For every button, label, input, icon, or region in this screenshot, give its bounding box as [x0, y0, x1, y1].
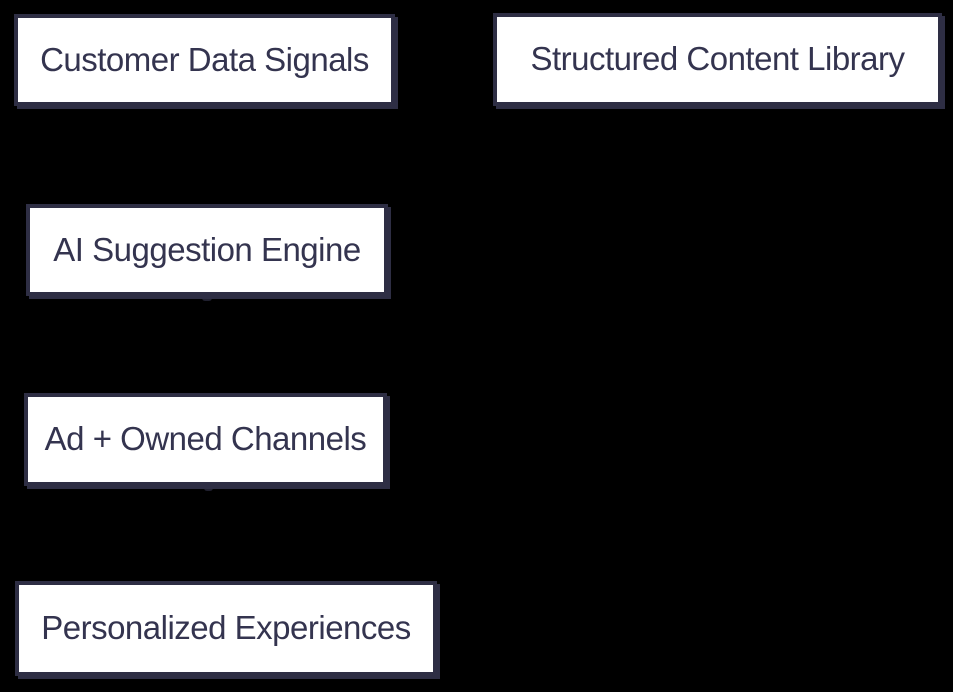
- edge-stub: [202, 294, 212, 301]
- node-ad-owned-channels: Ad + Owned Channels: [24, 393, 387, 486]
- edge-stub: [204, 484, 213, 491]
- node-label: Structured Content Library: [530, 40, 905, 77]
- node-ai-suggestion-engine: AI Suggestion Engine: [26, 204, 388, 296]
- node-label: Ad + Owned Channels: [44, 420, 367, 457]
- node-label: Customer Data Signals: [40, 40, 369, 78]
- node-personalized-experiences: Personalized Experiences: [15, 581, 437, 676]
- node-structured-content-library: Structured Content Library: [493, 13, 942, 106]
- node-customer-data-signals: Customer Data Signals: [14, 14, 395, 106]
- node-label: Personalized Experiences: [41, 609, 411, 646]
- node-label: AI Suggestion Engine: [53, 230, 361, 268]
